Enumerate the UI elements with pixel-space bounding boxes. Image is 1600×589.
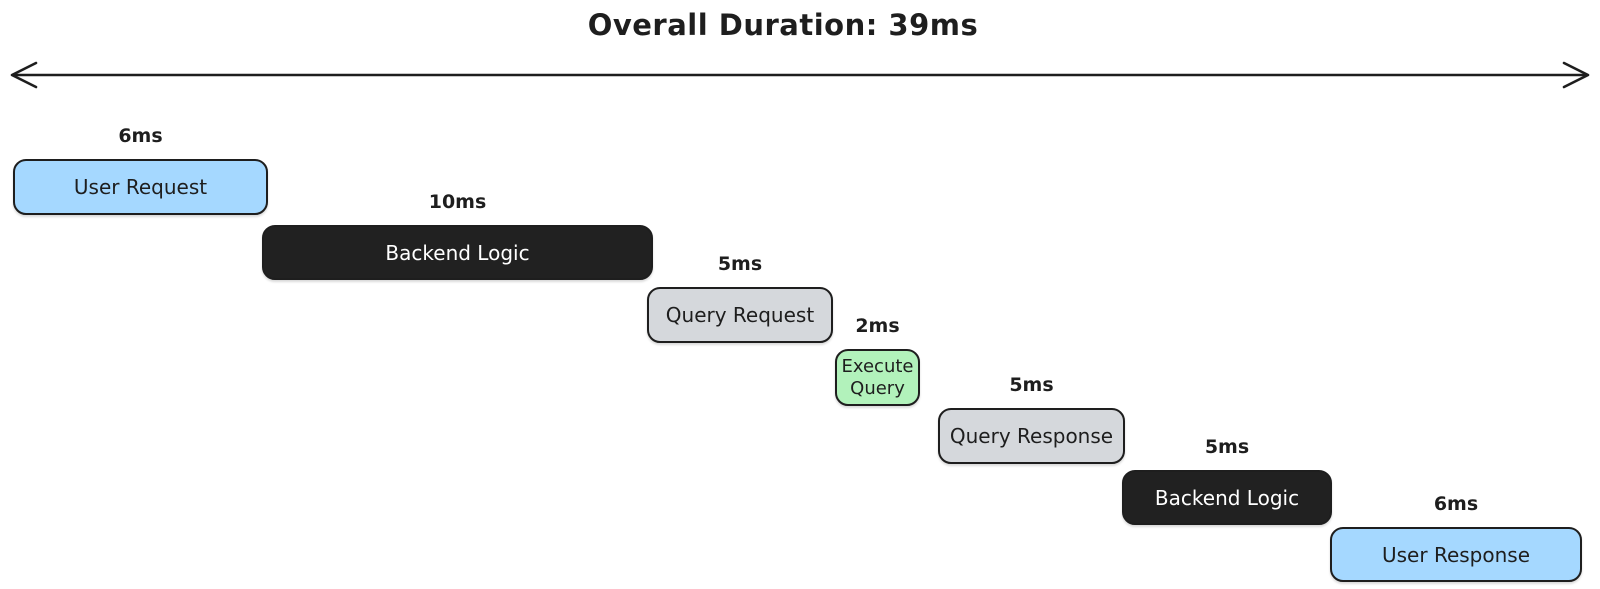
duration-label-query-response: 5ms: [1009, 374, 1054, 396]
timeline-bar-query-response: Query Response: [938, 408, 1125, 464]
duration-label-user-response: 6ms: [1433, 493, 1479, 515]
right-arrowhead-icon: [1562, 61, 1590, 89]
timeline-bar-user-response: User Response: [1330, 527, 1582, 582]
duration-label-backend-logic: 10ms: [428, 191, 487, 213]
overall-duration-arrow: [10, 61, 1590, 89]
duration-label-execute-query: 2ms: [855, 315, 900, 337]
duration-label-query-request: 5ms: [717, 253, 763, 275]
timeline-bar-execute-query: Execute Query: [835, 349, 920, 406]
duration-label-backend-logic: 5ms: [1204, 436, 1250, 458]
diagram-title: Overall Duration: 39ms: [587, 8, 979, 42]
duration-label-user-request: 6ms: [118, 125, 163, 147]
timeline-bar-backend-logic: Backend Logic: [262, 225, 653, 280]
timeline-bar-query-request: Query Request: [647, 287, 833, 343]
timeline-bar-backend-logic: Backend Logic: [1122, 470, 1332, 525]
timeline-bar-user-request: User Request: [13, 159, 268, 215]
left-arrowhead-icon: [10, 61, 38, 89]
